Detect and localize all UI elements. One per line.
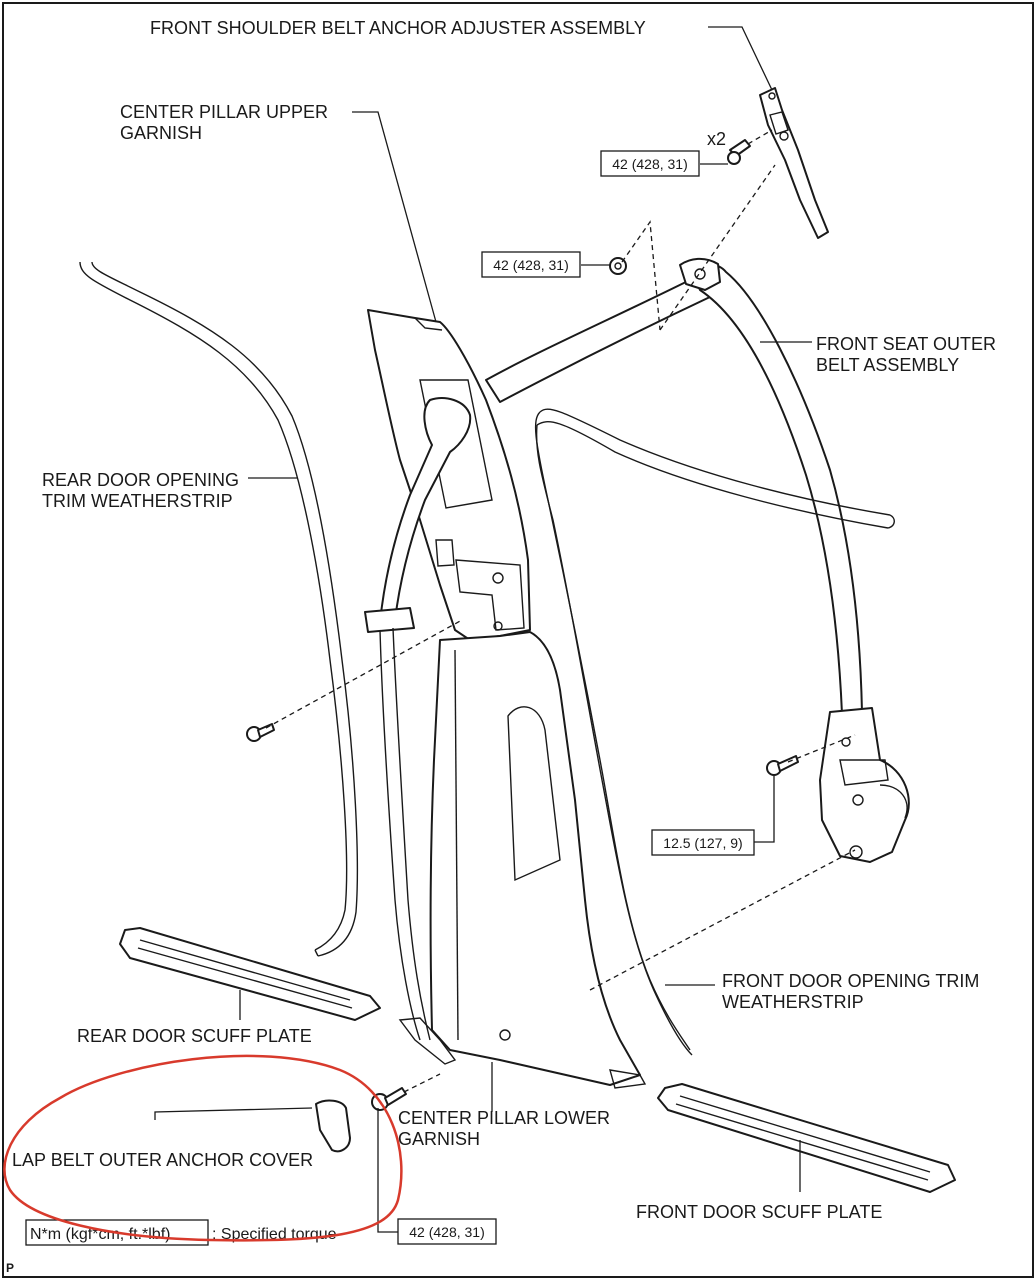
label-center-pillar-upper-garnish: CENTER PILLAR UPPER	[120, 102, 328, 122]
label-center-pillar-lower-garnish-line2: GARNISH	[398, 1129, 480, 1149]
belt-retractor	[819, 707, 910, 863]
label-front-seat-outer-belt-line2: BELT ASSEMBLY	[816, 355, 959, 375]
torque-box-shoulder-anchor: 42 (428, 31)	[600, 150, 700, 177]
torque-box-lower-anchor: 42 (428, 31)	[397, 1218, 497, 1245]
corner-mark: P	[6, 1261, 14, 1275]
lower-anchor-torque-leader	[377, 1108, 398, 1233]
retractor-torque-leader	[754, 776, 775, 843]
installation-lines	[265, 129, 856, 1093]
rear-door-scuff-plate	[119, 927, 381, 1021]
label-rear-door-opening-trim: REAR DOOR OPENING	[42, 470, 239, 490]
label-front-door-opening-trim: FRONT DOOR OPENING TRIM	[722, 971, 979, 991]
bolt-quantity: x2	[707, 129, 726, 149]
label-center-pillar-lower-garnish: CENTER PILLAR LOWER	[398, 1108, 610, 1128]
highlight-circle	[3, 1054, 403, 1242]
torque-value: 42 (428, 31)	[493, 257, 569, 273]
label-front-shoulder-belt-anchor-adjuster: FRONT SHOULDER BELT ANCHOR ADJUSTER ASSE…	[150, 18, 646, 38]
label-center-pillar-upper-garnish-line2: GARNISH	[120, 123, 202, 143]
torque-legend: N*m (kgf*cm, ft.*lbf) : Specified torque	[25, 1219, 337, 1246]
lap-belt-outer-anchor-cover	[154, 1099, 351, 1153]
label-rear-door-scuff-plate: REAR DOOR SCUFF PLATE	[77, 1026, 312, 1046]
torque-box-retractor: 12.5 (127, 9)	[651, 829, 755, 856]
shoulder-anchor-bolt	[727, 139, 751, 165]
torque-value: 42 (428, 31)	[409, 1224, 485, 1240]
front-door-opening-trim-weatherstrip	[534, 408, 895, 1056]
torque-box-belt-nut: 42 (428, 31)	[481, 251, 581, 278]
front-seat-outer-belt-assembly	[364, 257, 863, 1041]
torque-value: 42 (428, 31)	[612, 156, 688, 172]
center-pillar-lower-garnish	[398, 631, 647, 1112]
upper-garnish-leader	[352, 111, 437, 323]
label-front-door-opening-trim-line2: WEATHERSTRIP	[722, 992, 864, 1012]
torque-value: 12.5 (127, 9)	[663, 835, 742, 851]
label-lap-belt-outer-anchor-cover: LAP BELT OUTER ANCHOR COVER	[12, 1150, 313, 1170]
rear-door-opening-trim-weatherstrip	[79, 261, 359, 957]
shoulder-belt-anchor-adjuster	[708, 26, 829, 239]
pillar-clip-screw	[246, 723, 275, 742]
retractor-bolt	[766, 755, 799, 776]
label-rear-door-opening-trim-line2: TRIM WEATHERSTRIP	[42, 491, 233, 511]
front-door-scuff-plate	[657, 1083, 956, 1193]
label-front-seat-outer-belt: FRONT SEAT OUTER	[816, 334, 996, 354]
belt-upper-nut	[609, 257, 627, 275]
label-front-door-scuff-plate: FRONT DOOR SCUFF PLATE	[636, 1202, 882, 1222]
legend-unit: N*m (kgf*cm, ft.*lbf)	[30, 1226, 170, 1243]
